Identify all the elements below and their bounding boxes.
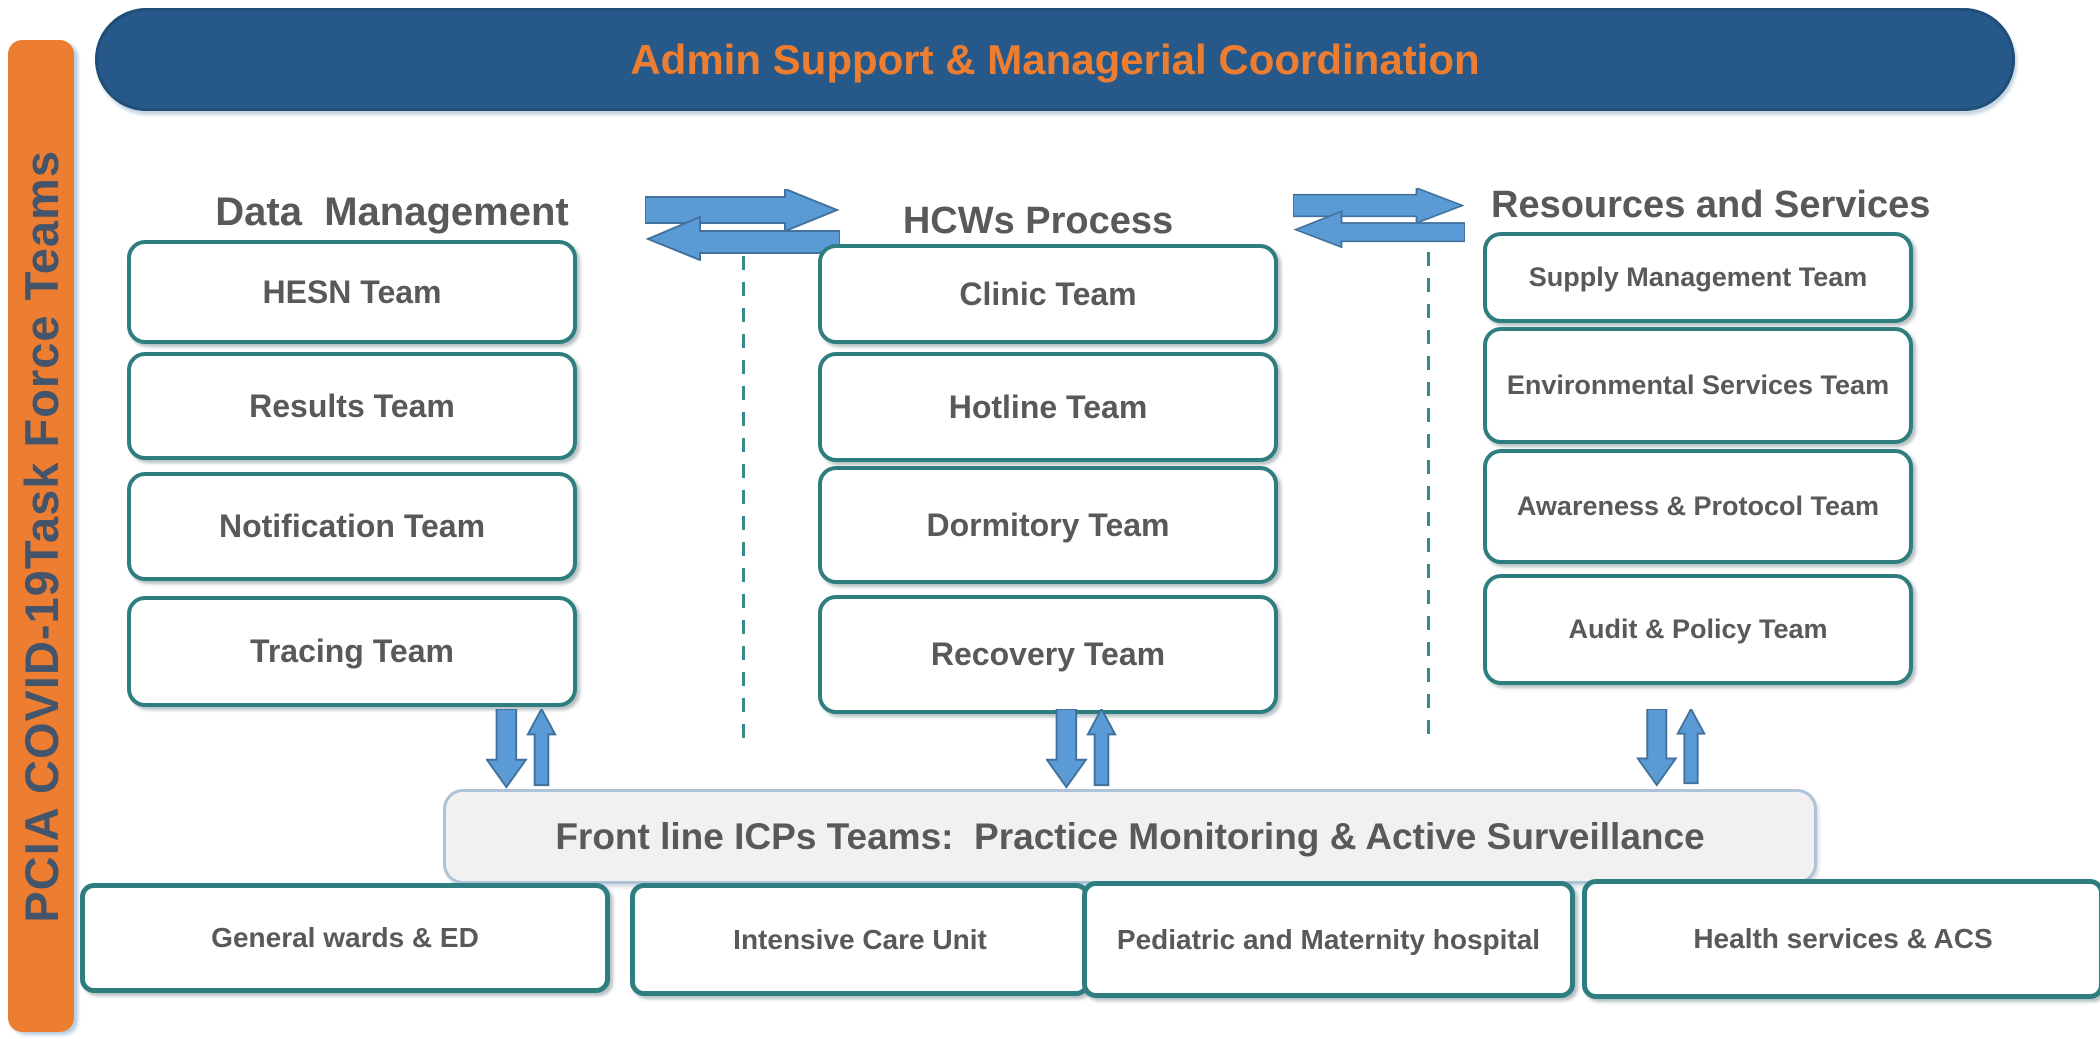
team-box-notification: Notification Team	[127, 472, 577, 581]
down-arrow-shape	[486, 709, 528, 789]
bidirectional-arrow-vertical-hcws	[1046, 709, 1117, 789]
column-title-hcws-process: HCWs Process	[902, 200, 1174, 242]
team-box-audit-policy: Audit & Policy Team	[1483, 574, 1913, 685]
bidirectional-arrow-vertical-resources	[1636, 709, 1706, 787]
team-box-awareness-protocol: Awareness & Protocol Team	[1483, 449, 1913, 564]
unit-box-pediatric-maternity: Pediatric and Maternity hospital	[1082, 881, 1575, 998]
team-box-label: Supply Management Team	[1528, 262, 1868, 292]
team-box-results: Results Team	[127, 352, 577, 460]
team-box-label: Dormitory Team	[926, 506, 1170, 543]
bidirectional-arrow-hcws-resources	[1293, 188, 1465, 248]
down-arrow-shape	[1636, 709, 1678, 787]
team-box-label: Results Team	[249, 387, 455, 424]
column-title-resources-services: Resources and Services	[1491, 184, 1931, 226]
team-box-label: Hotline Team	[948, 388, 1148, 425]
admin-support-banner-title: Admin Support & Managerial Coordination	[630, 35, 1480, 83]
unit-box-label: Pediatric and Maternity hospital	[1116, 923, 1541, 955]
team-box-label: Clinic Team	[959, 275, 1137, 312]
team-box-label: Tracing Team	[250, 633, 454, 669]
left-arrow-shape	[1293, 210, 1465, 248]
unit-box-label: General wards & ED	[211, 922, 479, 953]
column-title-data-management: Data Management	[215, 190, 569, 234]
right-arrow-shape	[1293, 188, 1465, 225]
unit-box-label: Intensive Care Unit	[733, 923, 987, 955]
task-force-ribbon-label: PCIA COVID-19Task Force Teams	[14, 149, 68, 923]
up-arrow-shape	[526, 709, 557, 787]
team-box-hesn: HESN Team	[127, 240, 577, 344]
team-box-environmental-services: Environmental Services Team	[1483, 327, 1913, 444]
left-arrow-shape	[645, 215, 840, 261]
team-box-label: Environmental Services Team	[1506, 370, 1890, 400]
team-box-label: Audit & Policy Team	[1568, 614, 1828, 644]
unit-box-label: Health services & ACS	[1693, 923, 1993, 954]
team-box-label: HESN Team	[262, 273, 442, 310]
team-box-hotline: Hotline Team	[818, 352, 1278, 462]
column-divider-dashed-line	[1427, 252, 1430, 740]
team-box-supply-management: Supply Management Team	[1483, 232, 1913, 323]
team-box-clinic: Clinic Team	[818, 244, 1278, 344]
team-box-label: Awareness & Protocol Team	[1516, 491, 1880, 521]
up-arrow-shape	[1676, 709, 1706, 785]
team-box-dormitory: Dormitory Team	[818, 466, 1278, 584]
bidirectional-arrow-data-hcws	[645, 189, 840, 261]
column-hcws-process: HCWs Process Clinic Team Hotline Team Do…	[818, 182, 1278, 714]
up-arrow-shape	[1086, 709, 1117, 787]
down-arrow-shape	[1046, 709, 1088, 789]
column-data-management: Data Management HESN Team Results Team N…	[127, 182, 577, 707]
frontline-icps-box: Front line ICPs Teams: Practice Monitori…	[443, 789, 1817, 884]
column-resources-services: Resources and Services Supply Management…	[1483, 182, 1930, 685]
unit-box-icu: Intensive Care Unit	[630, 883, 1090, 996]
column-divider-dashed-line	[742, 256, 745, 745]
team-box-label: Recovery Team	[930, 636, 1166, 672]
admin-support-banner: Admin Support & Managerial Coordination	[95, 8, 2015, 111]
unit-box-general-wards: General wards & ED	[80, 883, 610, 993]
team-box-tracing: Tracing Team	[127, 596, 577, 707]
task-force-ribbon: PCIA COVID-19Task Force Teams	[8, 40, 74, 1032]
team-box-recovery: Recovery Team	[818, 595, 1278, 714]
bidirectional-arrow-vertical-data	[486, 709, 557, 789]
team-box-label: Notification Team	[218, 508, 486, 544]
unit-box-health-services: Health services & ACS	[1582, 879, 2100, 999]
frontline-icps-label: Front line ICPs Teams: Practice Monitori…	[555, 815, 1705, 857]
